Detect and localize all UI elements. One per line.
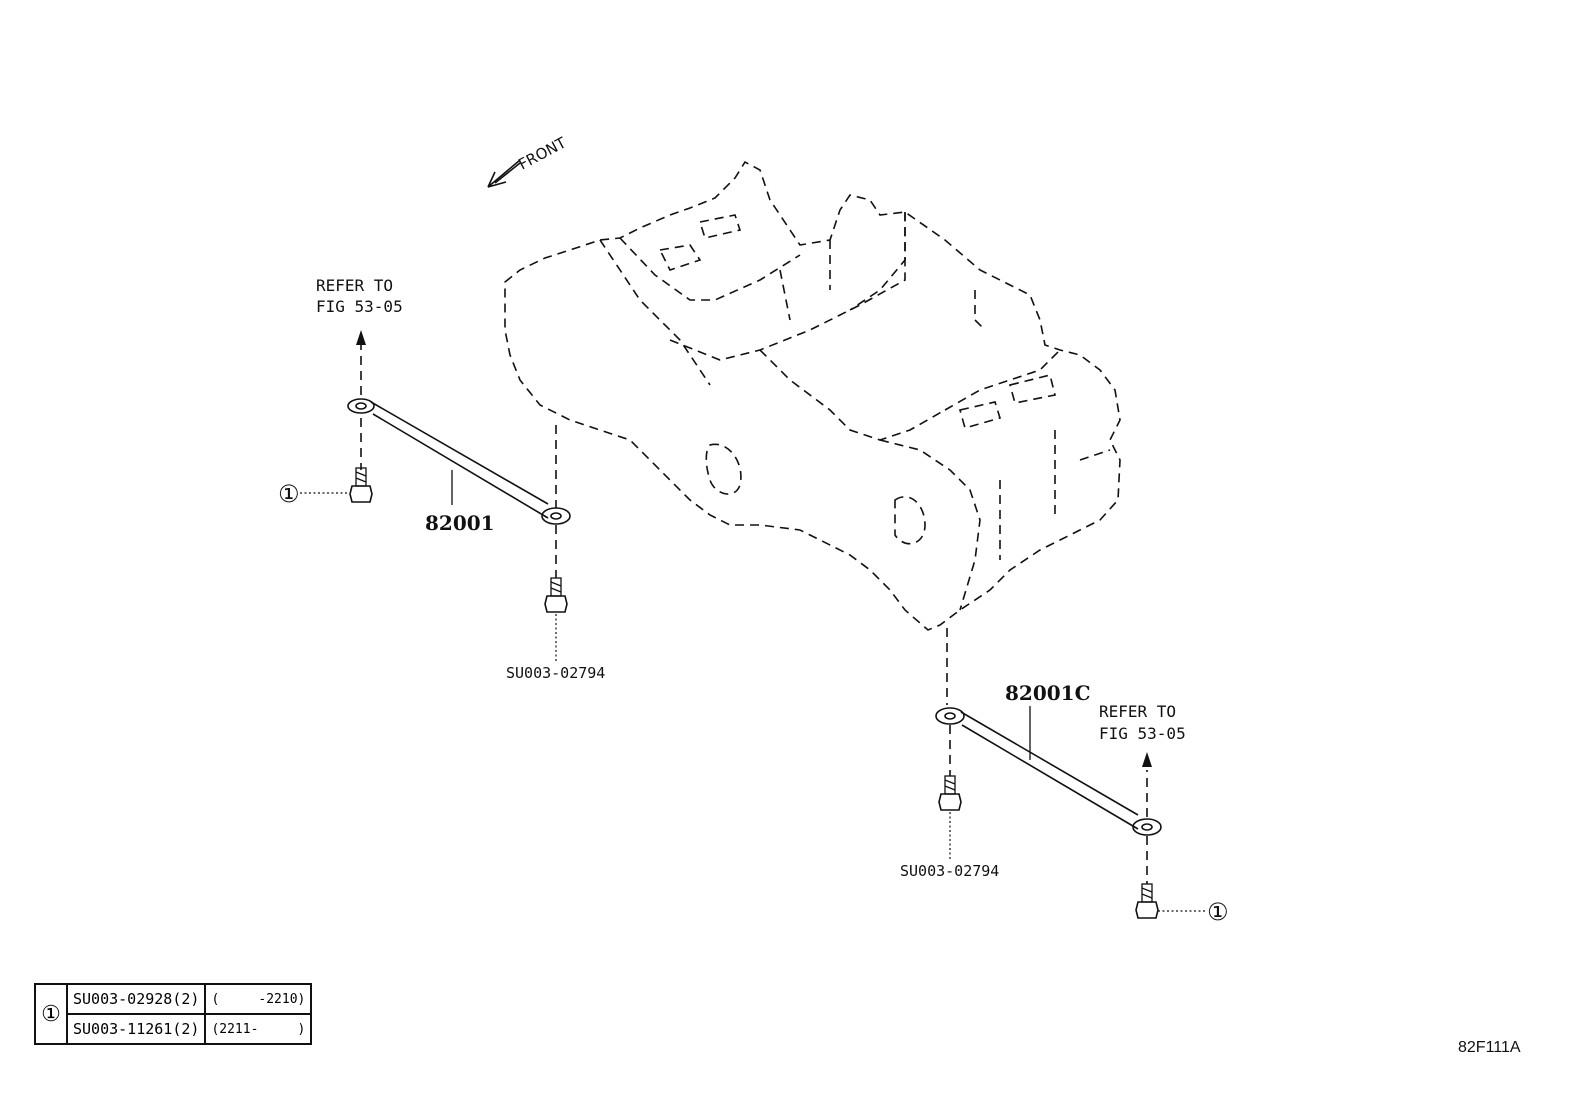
- front-arrow-icon: [487, 159, 521, 188]
- right-assembly: [935, 628, 1206, 919]
- part-number-82001C: 82001C: [1005, 681, 1091, 705]
- refer-right-line2: FIG 53-05: [1099, 724, 1186, 743]
- part-number-82001: 82001: [425, 511, 495, 535]
- refer-left-line2: FIG 53-05: [316, 297, 403, 316]
- table-row: SU003-11261(2) (2211- ): [35, 1013, 313, 1045]
- bolt-icon: [544, 577, 568, 613]
- parts-legend-table: ① SU003-02928(2) ( -2210) SU003-11261(2)…: [34, 983, 313, 1045]
- legend-part: SU003-11261(2): [65, 1013, 207, 1045]
- left-assembly: [300, 330, 571, 662]
- refer-left-line1: REFER TO: [316, 276, 393, 295]
- front-label: FRONT: [515, 133, 569, 173]
- table-row: ① SU003-02928(2) ( -2210): [34, 983, 313, 1045]
- engine-outline: [504, 160, 1121, 631]
- washer-icon: [935, 707, 965, 725]
- rod-82001: [370, 401, 549, 519]
- legend-part: SU003-02928(2): [65, 983, 207, 1015]
- bolt-icon: [349, 467, 373, 503]
- bolt-icon: [1135, 883, 1159, 919]
- circle-ref-left: ①: [278, 480, 300, 508]
- bolt-label-left: SU003-02794: [506, 664, 605, 682]
- legend-symbol: ①: [34, 983, 68, 1045]
- up-arrow-icon: [1142, 752, 1152, 767]
- washer-icon: [347, 398, 375, 414]
- bolt-icon: [938, 775, 962, 811]
- circle-ref-right: ①: [1207, 898, 1229, 926]
- rod-82001C: [960, 711, 1139, 830]
- legend-range: (2211- ): [204, 1013, 313, 1045]
- bolt-label-right: SU003-02794: [900, 862, 999, 880]
- up-arrow-icon: [356, 330, 366, 345]
- legend-range: ( -2210): [204, 983, 313, 1015]
- washer-icon: [1132, 818, 1162, 836]
- figure-code: 82F111A: [1458, 1039, 1521, 1056]
- refer-right-line1: REFER TO: [1099, 702, 1176, 721]
